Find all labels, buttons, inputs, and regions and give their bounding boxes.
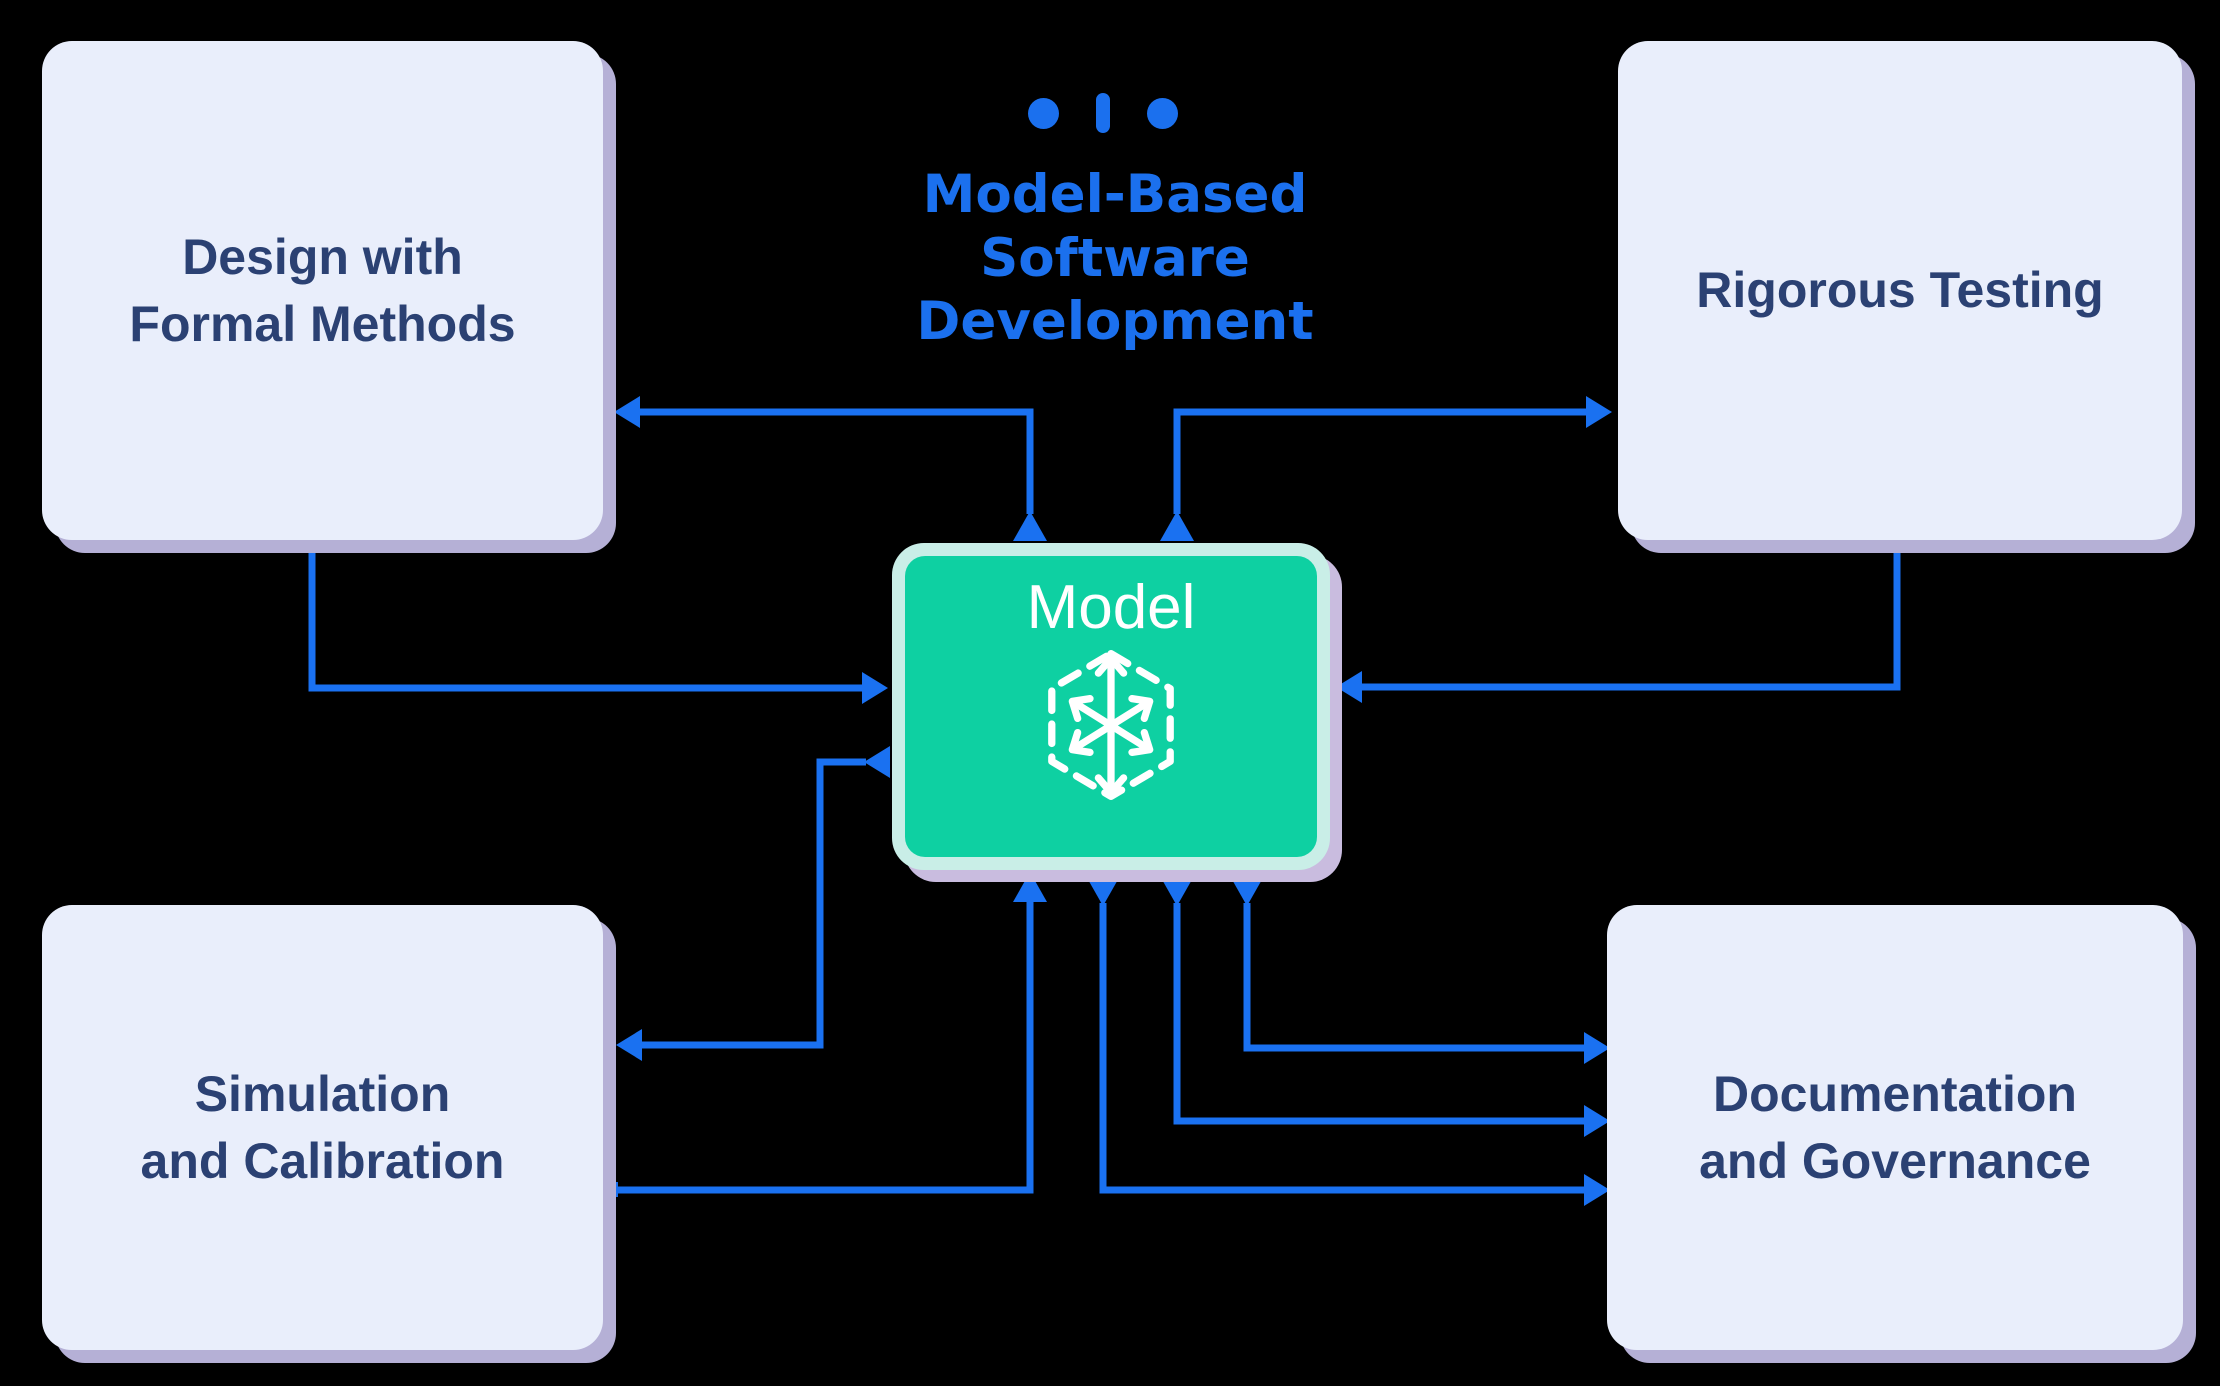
arrow-model-to-documentation-2 <box>1160 876 1610 1137</box>
label-line: Simulation <box>194 1065 451 1122</box>
node-label: Documentation and Governance <box>1699 1061 2091 1195</box>
label-line: and Governance <box>1699 1132 2091 1189</box>
dot-icon <box>1147 97 1178 129</box>
dot-icon <box>1028 97 1059 129</box>
node-label: Design with Formal Methods <box>129 224 515 358</box>
node-label: Rigorous Testing <box>1696 257 2103 324</box>
node-rigorous-testing: Rigorous Testing <box>1618 41 2182 540</box>
bar-icon <box>1096 93 1110 133</box>
ellipsis-decoration-icon <box>1028 93 1178 133</box>
label-line: Documentation <box>1713 1065 2077 1122</box>
diagram-title: Model-Based Software Development <box>885 163 1345 354</box>
node-label: Simulation and Calibration <box>141 1061 505 1195</box>
node-model: Model <box>892 543 1330 870</box>
arrow-model-to-documentation-1 <box>1230 876 1610 1064</box>
title-line: Model-Based <box>922 164 1308 225</box>
label-line: Rigorous Testing <box>1696 262 2104 318</box>
node-documentation-governance: Documentation and Governance <box>1607 905 2183 1350</box>
cube-3d-dashed-icon <box>1048 650 1174 801</box>
arrow-model-to-design <box>614 396 1047 541</box>
title-line: Software <box>980 227 1250 289</box>
node-model-body: Model <box>905 556 1317 857</box>
title-line: Development <box>916 291 1314 353</box>
arrow-model-to-documentation-3 <box>1086 876 1610 1206</box>
arrow-model-to-simulation <box>616 746 890 1061</box>
model-label: Model <box>1026 573 1196 642</box>
arrow-simulation-to-model <box>604 872 1047 1197</box>
arrow-design-to-model <box>306 540 888 704</box>
label-line: Design with <box>182 228 463 285</box>
arrow-testing-to-model <box>1336 540 1903 703</box>
node-simulation-calibration: Simulation and Calibration <box>42 905 603 1350</box>
node-design-formal-methods: Design with Formal Methods <box>42 41 603 540</box>
label-line: Formal Methods <box>129 295 516 352</box>
label-line: and Calibration <box>140 1132 505 1189</box>
arrow-model-to-testing <box>1160 396 1612 541</box>
